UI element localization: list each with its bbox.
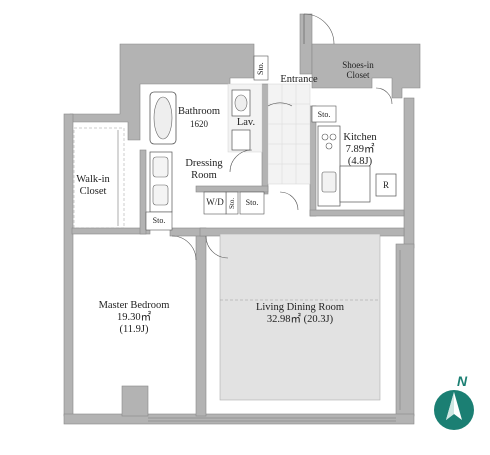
walk-in-closet-label: Walk-in Closet xyxy=(70,174,116,198)
storage-dressing-right-text: Sto. xyxy=(245,198,259,207)
exterior-walls xyxy=(63,13,421,425)
walk-in-closet-shelf xyxy=(73,127,125,229)
living-dining-room-area: 32.98㎡ (20.3J) xyxy=(266,314,334,325)
compass-n-text: N xyxy=(457,373,468,389)
living-dining-room-name: Living Dining Room xyxy=(255,302,345,313)
bathtub xyxy=(149,91,177,145)
kitchen-area-m2: 7.89㎡ xyxy=(345,144,375,155)
storage-label-entrance-right: Sto. xyxy=(312,110,336,120)
walk-in-closet-line1: Walk-in xyxy=(76,174,110,185)
walk-in-closet-line2: Closet xyxy=(79,186,107,197)
living-dining-room-label: Living Dining Room 32.98㎡ (20.3J) xyxy=(236,302,364,326)
kitchen-area-j: (4.8J) xyxy=(347,156,373,167)
bathroom-label: Bathroom 1620 xyxy=(175,106,223,130)
storage-label-dressing-right: Sto. xyxy=(240,198,264,208)
storage-label-entrance-top: Sto. xyxy=(256,60,266,78)
dressing-sinks xyxy=(149,151,173,213)
lav-label: Lav. xyxy=(234,117,258,129)
window-lines xyxy=(148,250,401,422)
entrance-name: Entrance xyxy=(280,74,318,85)
master-bedroom-name: Master Bedroom xyxy=(98,300,170,311)
storage-wd-side-text: Sto. xyxy=(228,197,236,209)
master-bedroom-label: Master Bedroom 19.30㎡ (11.9J) xyxy=(84,300,184,336)
dressing-room-line2: Room xyxy=(191,170,217,181)
dressing-room-line1: Dressing xyxy=(185,158,223,169)
living-rug xyxy=(219,233,381,401)
storage-label-dressing-left: Sto. xyxy=(146,216,172,226)
storage-entrance-top-text: Sto. xyxy=(256,62,265,76)
shoes-in-closet-line2: Closet xyxy=(346,70,370,80)
kitchen-label: Kitchen 7.89㎡ (4.8J) xyxy=(336,132,384,168)
lav-name: Lav. xyxy=(236,117,256,128)
storage-boxes xyxy=(145,55,337,231)
refrigerator-box xyxy=(375,173,397,197)
wd-label: W/D xyxy=(204,197,226,207)
storage-label-wd-side: Sto. xyxy=(227,194,237,212)
tile-grid xyxy=(268,84,310,184)
kitchen-name: Kitchen xyxy=(343,132,377,143)
lav-sink xyxy=(231,89,251,151)
storage-entrance-right-text: Sto. xyxy=(317,110,331,119)
refrigerator-name: R xyxy=(382,180,389,190)
wd-name: W/D xyxy=(206,197,224,207)
door-swings xyxy=(171,13,393,261)
refrigerator-label: R xyxy=(378,180,394,190)
bathroom-name: Bathroom xyxy=(178,106,220,117)
dressing-room-label: Dressing Room xyxy=(176,158,232,182)
entrance-label: Entrance xyxy=(274,74,324,86)
shoes-in-closet-line1: Shoes-in xyxy=(342,60,374,70)
shoes-in-closet-label: Shoes-in Closet xyxy=(334,60,382,80)
bathroom-size: 1620 xyxy=(190,119,208,129)
master-bedroom-area-m2: 19.30㎡ xyxy=(116,312,152,323)
master-bedroom-area-j: (11.9J) xyxy=(119,324,149,335)
north-compass xyxy=(434,390,474,430)
kitchen-counter xyxy=(317,125,371,207)
storage-dressing-left-text: Sto. xyxy=(152,216,166,225)
compass-north-label: N xyxy=(457,373,467,389)
